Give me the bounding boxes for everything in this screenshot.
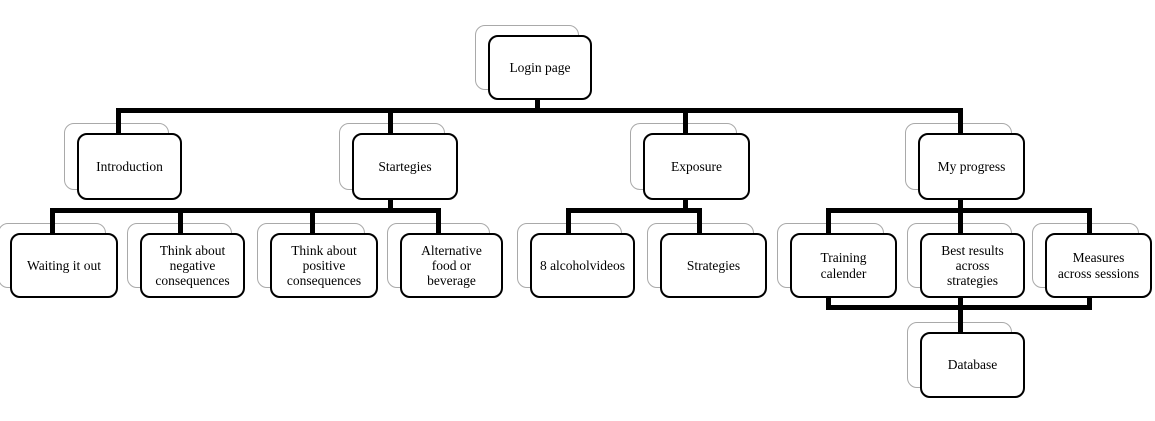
node-training-calender-label: Training calender <box>820 250 867 281</box>
connector-stub-best-results <box>958 213 963 233</box>
node-login-page: Login page <box>488 35 592 100</box>
connector-my-progress-bus <box>826 208 1092 213</box>
node-waiting-it-out-label: Waiting it out <box>27 257 101 273</box>
connector-training-calender-down <box>826 298 831 305</box>
connector-exposure-down <box>683 200 688 208</box>
node-strategies-label: Strategies <box>686 257 741 273</box>
connector-bottom-bus <box>826 305 1092 310</box>
node-think-negative: Think about negative consequences <box>140 233 245 298</box>
node-training-calender: Training calender <box>790 233 897 298</box>
node-think-negative-label: Think about negative consequences <box>155 242 230 289</box>
node-alternative-food: Alternative food or beverage <box>400 233 503 298</box>
node-startegies-label: Startegies <box>378 158 432 174</box>
connector-startegies-bus <box>50 208 441 213</box>
node-introduction: Introduction <box>77 133 182 200</box>
connector-best-results-down <box>958 298 963 305</box>
connector-stub-alternative-food <box>436 213 441 233</box>
node-alternative-food-label: Alternative food or beverage <box>421 242 482 289</box>
connector-stub-waiting-it-out <box>50 213 55 233</box>
connector-stub-measures <box>1087 213 1092 233</box>
connector-stub-alcohol-videos <box>566 213 571 233</box>
node-alcohol-videos-label: 8 alcoholvideos <box>539 257 626 273</box>
connector-stub-introduction <box>116 113 121 134</box>
connector-stub-startegies <box>388 113 393 134</box>
node-my-progress: My progress <box>918 133 1025 200</box>
node-best-results-label: Best results across strategies <box>941 242 1004 289</box>
node-think-positive-label: Think about positive consequences <box>286 242 362 289</box>
connector-login-stub <box>535 98 540 110</box>
connector-stub-exposure <box>683 113 688 134</box>
node-best-results: Best results across strategies <box>920 233 1025 298</box>
node-startegies: Startegies <box>352 133 458 200</box>
node-exposure-label: Exposure <box>671 158 722 174</box>
node-database-label: Database <box>947 357 998 373</box>
node-login-page-label: Login page <box>509 59 571 75</box>
connector-startegies-down <box>388 200 393 208</box>
node-measures: Measures across sessions <box>1045 233 1152 298</box>
node-exposure: Exposure <box>643 133 750 200</box>
connector-stub-training-calender <box>826 213 831 233</box>
connector-my-progress-down <box>958 200 963 208</box>
connector-database-stub <box>958 310 963 332</box>
connector-stub-think-positive <box>310 213 315 233</box>
node-strategies: Strategies <box>660 233 767 298</box>
connector-top-bus <box>116 108 963 113</box>
connector-measures-down <box>1087 298 1092 305</box>
node-measures-label: Measures across sessions <box>1057 250 1140 281</box>
connector-stub-think-negative <box>178 213 183 233</box>
connector-stub-strategies <box>697 213 702 233</box>
node-alcohol-videos: 8 alcoholvideos <box>530 233 635 298</box>
node-introduction-label: Introduction <box>96 158 163 174</box>
connector-stub-my-progress <box>958 113 963 134</box>
connector-exposure-bus <box>566 208 702 213</box>
node-database: Database <box>920 332 1025 398</box>
node-waiting-it-out: Waiting it out <box>10 233 118 298</box>
node-think-positive: Think about positive consequences <box>270 233 378 298</box>
node-my-progress-label: My progress <box>937 158 1006 174</box>
